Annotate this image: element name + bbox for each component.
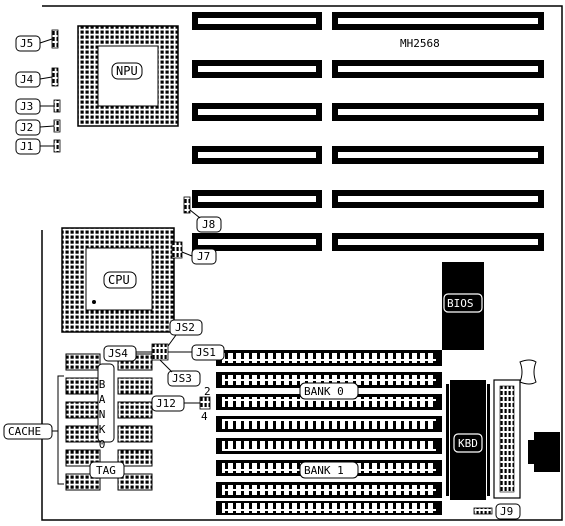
jumper-j1: J1 bbox=[15, 138, 61, 155]
jumper-j5: J5 bbox=[15, 29, 59, 52]
j5-label: J5 bbox=[20, 37, 33, 50]
npu-socket: NPU bbox=[77, 25, 179, 127]
bank1-label: BANK 1 bbox=[304, 464, 344, 477]
bank0-label: BANK 0 bbox=[304, 385, 344, 398]
tag-label: TAG bbox=[96, 464, 116, 477]
jumper-j2: J2 bbox=[15, 119, 61, 136]
j12-label: J12 bbox=[156, 397, 176, 410]
kbd-chip: KBD bbox=[446, 380, 490, 500]
cpu-label: CPU bbox=[108, 273, 130, 287]
keyboard-connector bbox=[528, 432, 560, 472]
board-model-label: MH2568 bbox=[400, 37, 440, 50]
power-connector bbox=[493, 359, 537, 499]
j9-label: J9 bbox=[500, 505, 513, 518]
cache-chips: BANK0 TAG CACHE bbox=[3, 353, 153, 491]
cache-label: CACHE bbox=[8, 425, 41, 438]
jumper-j9: J9 bbox=[473, 503, 521, 520]
j2-label: J2 bbox=[20, 121, 33, 134]
js2-label: JS2 bbox=[175, 321, 195, 334]
cpu-socket: CPU bbox=[61, 227, 175, 333]
board-outline bbox=[41, 5, 563, 521]
npu-label: NPU bbox=[116, 64, 138, 78]
jumper-j3: J3 bbox=[15, 98, 61, 115]
jumper-j12: J12 2 4 bbox=[151, 385, 211, 423]
j3-label: J3 bbox=[20, 100, 33, 113]
js4-label: JS4 bbox=[108, 347, 128, 360]
j4-label: J4 bbox=[20, 73, 34, 86]
bios-chip: BIOS bbox=[442, 262, 484, 350]
bios-label: BIOS bbox=[447, 297, 474, 310]
j7-label: J7 bbox=[197, 250, 210, 263]
js-jumpers: JS2 JS1 JS4 JS3 bbox=[103, 319, 225, 387]
js1-label: JS1 bbox=[196, 346, 216, 359]
jumper-j8: J8 bbox=[183, 196, 222, 233]
expansion-slots-left bbox=[192, 12, 322, 251]
bank0-side-label: BANK0 bbox=[96, 378, 109, 453]
j12-pin-4: 4 bbox=[201, 410, 208, 423]
j8-label: J8 bbox=[202, 218, 215, 231]
js3-label: JS3 bbox=[172, 372, 192, 385]
j12-pin-2: 2 bbox=[204, 385, 211, 398]
kbd-label: KBD bbox=[458, 437, 478, 450]
jumper-j4: J4 bbox=[15, 67, 59, 88]
jumper-j7: J7 bbox=[171, 241, 217, 265]
j1-label: J1 bbox=[20, 140, 33, 153]
memory-bank-0: BANK 0 bbox=[216, 350, 442, 432]
memory-bank-1: BANK 1 bbox=[216, 438, 442, 515]
